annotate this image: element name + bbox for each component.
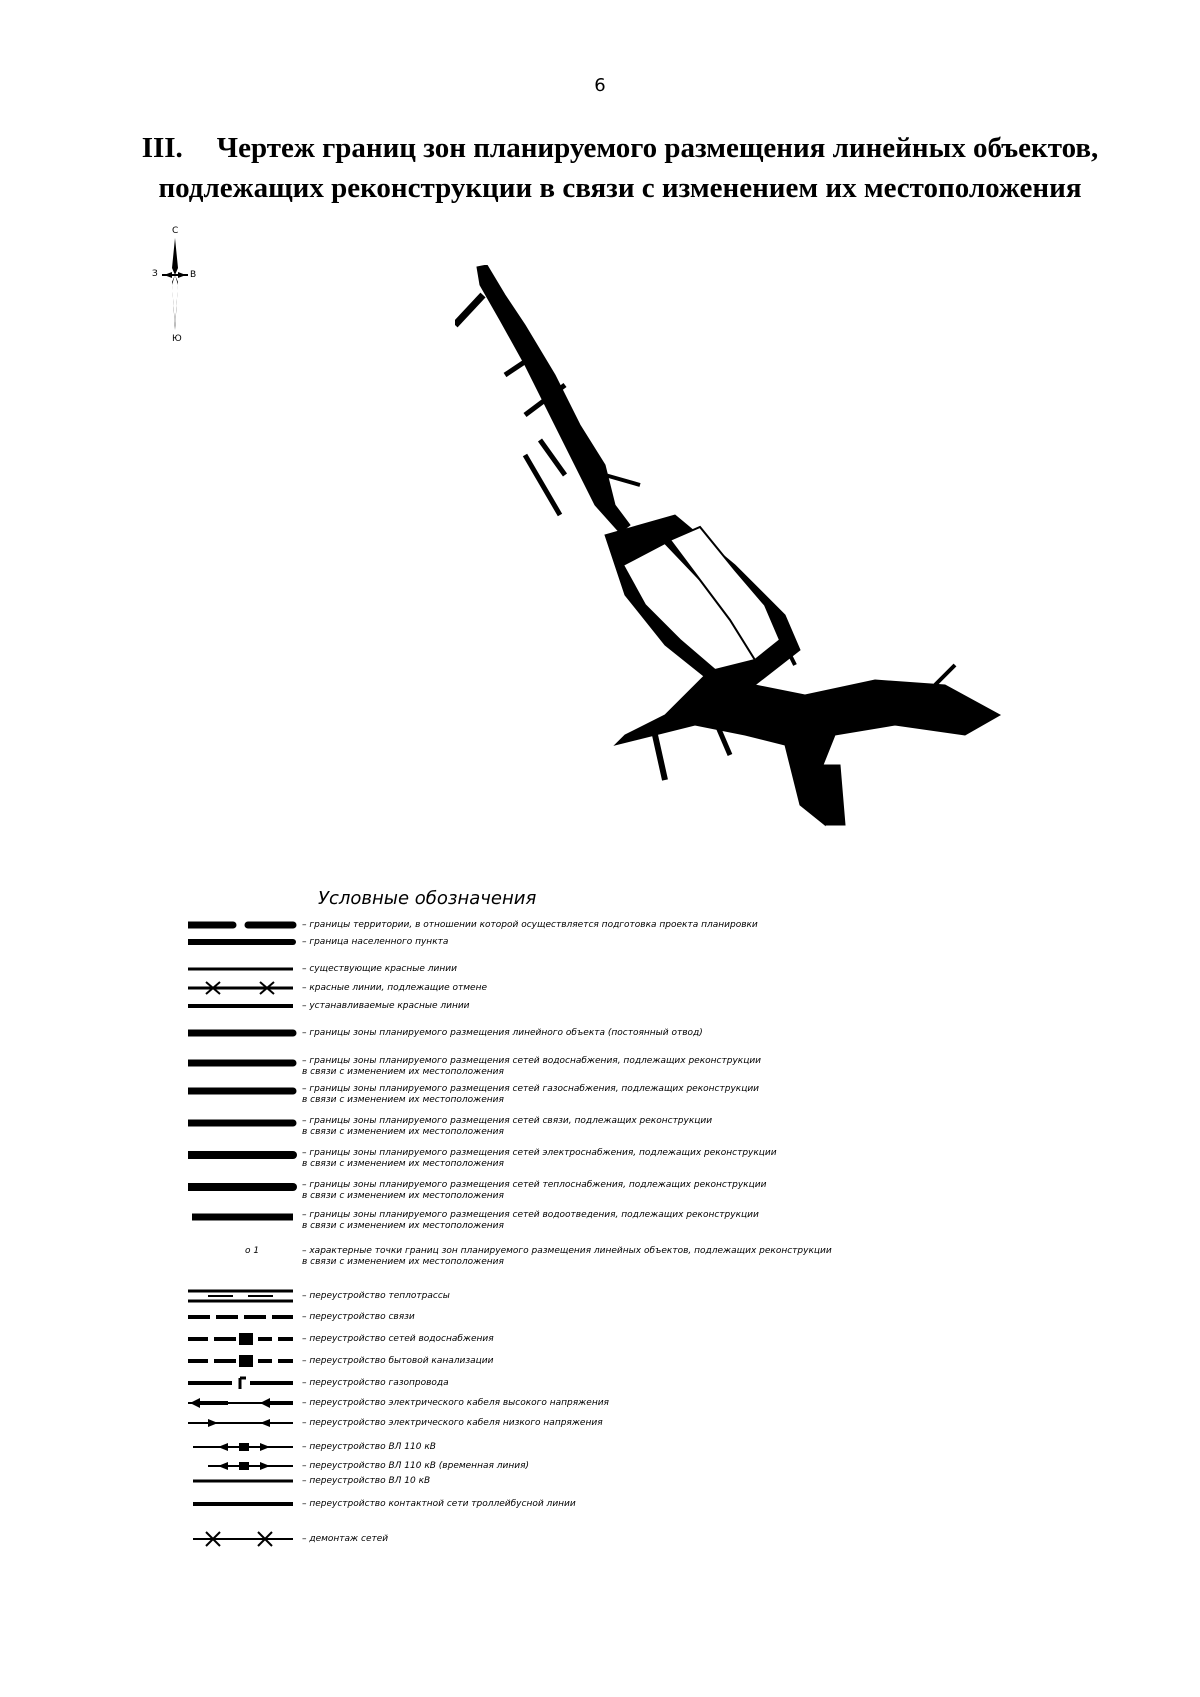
legend-label: – переустройство ВЛ 10 кВ [302,1476,431,1486]
legend-label: – переустройство бытовой канализации [302,1356,494,1366]
legend-label: – границы зоны планируемого размещения с… [302,1210,759,1231]
page-title: III. Чертеж границ зон планируемого разме… [120,128,1120,208]
title-line-1: Чертеж границ зон планируемого размещени… [216,132,1099,164]
legend-label: – границы зоны планируемого размещения с… [302,1148,777,1169]
legend-label: – переустройство газопровода [302,1378,449,1388]
legend-label: – существующие красные линии [302,964,457,974]
legend-symbol [188,1151,297,1159]
legend-symbol [208,1462,293,1470]
legend-label: – переустройство электрического кабеля в… [302,1398,609,1408]
legend-label: – граница населенного пункта [302,937,449,947]
legend-label: – переустройство ВЛ 110 кВ (временная ли… [302,1461,530,1471]
legend-label: – границы зоны планируемого размещения с… [302,1180,767,1201]
compass-arrow-icon [162,238,188,330]
legend-symbol [188,939,296,945]
legend-title: Условные обозначения [318,888,537,909]
legend-symbol [188,1289,293,1303]
legend-symbol [188,1376,293,1389]
legend-label: – переустройство теплотрассы [302,1291,450,1301]
legend-label: – переустройство связи [302,1312,415,1322]
legend-symbol [188,1183,297,1191]
compass-east-label: В [190,270,197,280]
legend-symbol [193,1531,293,1547]
legend-label: – границы зоны планируемого размещения л… [302,1028,703,1038]
page-number: 6 [594,75,606,96]
legend-label: – красные линии, подлежащие отмене [302,983,488,993]
compass-rose: С З В Ю [152,226,202,344]
legend-symbol [188,1087,297,1095]
legend-symbol [188,1004,293,1008]
legend-symbol [188,1059,297,1067]
legend-label: – границы зоны планируемого размещения с… [302,1084,760,1105]
legend-label: – переустройство ВЛ 110 кВ [302,1442,436,1452]
characteristic-point-symbol: о 1 [245,1246,260,1256]
legend-label: – переустройство сетей водоснабжения [302,1334,494,1344]
legend-label: – переустройство электрического кабеля н… [302,1418,603,1428]
legend-symbol [188,967,293,971]
legend-symbol [188,1333,293,1345]
legend-label: – характерные точки границ зон планируем… [302,1246,832,1267]
legend-label: – переустройство контактной сети троллей… [302,1499,576,1509]
legend-symbol [188,921,297,929]
legend-label: – устанавливаемые красные линии [302,1001,470,1011]
legend-symbol [188,981,293,995]
legend-label: – границы территории, в отношении которо… [302,920,758,930]
compass-west-label: З [152,269,158,279]
legend-symbol [193,1443,293,1451]
legend-symbol [188,1419,293,1427]
map-road-corridor [455,265,1002,827]
legend-label: – демонтаж сетей [302,1534,389,1544]
legend-symbol [188,1398,293,1408]
legend-symbol [188,1029,297,1037]
legend-label: – границы зоны планируемого размещения с… [302,1056,762,1077]
legend-symbol [188,1315,293,1319]
legend-symbol [188,1355,293,1367]
compass-north-label: С [172,226,179,236]
legend-symbol [193,1479,293,1483]
legend-symbol [188,1119,297,1127]
compass-south-label: Ю [172,334,182,344]
planning-map [455,265,1002,827]
title-section-number: III. [141,132,183,164]
legend-label: – границы зоны планируемого размещения с… [302,1116,713,1137]
title-line-2: подлежащих реконструкции в связи с измен… [158,172,1082,204]
legend-symbol [193,1502,293,1506]
legend-symbol [192,1213,293,1221]
